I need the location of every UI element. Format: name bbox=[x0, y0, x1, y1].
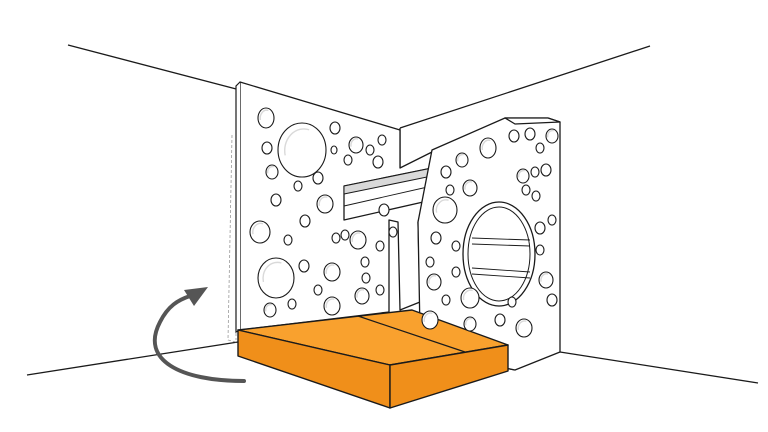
right-panel-hole bbox=[535, 244, 545, 256]
left-panel-hole bbox=[261, 141, 273, 155]
left-panel-hole bbox=[361, 272, 371, 284]
right-panel-hole bbox=[540, 163, 552, 177]
left-panel-hole bbox=[312, 171, 324, 185]
left-panel-hole bbox=[331, 232, 341, 244]
right-panel-hole-shade bbox=[481, 139, 491, 151]
left-panel-hole-shade bbox=[325, 264, 335, 274]
left-panel-hole bbox=[372, 155, 384, 169]
right-panel-hole-shade bbox=[462, 289, 473, 301]
right-panel-hole bbox=[534, 221, 546, 235]
left-panel-hole bbox=[377, 134, 387, 146]
right-panel-hole bbox=[507, 296, 517, 308]
right-panel-hole-shade bbox=[518, 169, 526, 178]
left-panel-hole bbox=[360, 256, 370, 268]
left-panel-hole-shade bbox=[325, 298, 335, 308]
right-panel-hole bbox=[430, 231, 442, 245]
left-panel-hole bbox=[388, 226, 398, 238]
left-panel-hole-shade bbox=[259, 109, 269, 121]
left-panel-hole bbox=[378, 203, 390, 217]
left-panel-hole-shade bbox=[252, 222, 264, 235]
ceiling-left-edge bbox=[67, 44, 241, 91]
left-panel-hole bbox=[375, 240, 385, 252]
left-panel-hole-shade bbox=[350, 138, 359, 147]
left-panel-hole-shade bbox=[262, 261, 282, 283]
left-panel-hole bbox=[343, 154, 353, 166]
right-panel-hole-shade bbox=[547, 129, 555, 138]
floor-left-edge bbox=[26, 341, 239, 376]
mattress-front-side bbox=[389, 344, 509, 409]
left-panel-hole-shade bbox=[318, 196, 328, 206]
right-panel-hole bbox=[531, 190, 541, 202]
right-panel-top bbox=[504, 117, 561, 125]
right-panel-hole-shade bbox=[435, 199, 449, 213]
left-panel-hole-shade bbox=[267, 165, 275, 174]
right-panel-hole bbox=[546, 293, 558, 307]
right-panel-hole bbox=[425, 256, 435, 268]
right-panel-hole bbox=[451, 266, 461, 278]
right-panel-hole bbox=[508, 129, 520, 143]
left-panel-hole-shade bbox=[284, 128, 310, 156]
left-panel-hole-shade bbox=[356, 289, 365, 298]
left-panel-edge bbox=[235, 81, 241, 333]
left-panel-hole-shade bbox=[351, 232, 361, 242]
right-panel-hole bbox=[451, 240, 461, 252]
left-panel-hole bbox=[313, 284, 323, 296]
floor-right-edge bbox=[559, 351, 759, 384]
right-panel-hole-shade bbox=[428, 275, 437, 284]
left-panel-holes bbox=[249, 107, 398, 318]
right-panel-hole bbox=[521, 184, 531, 196]
left-panel-hole bbox=[340, 229, 350, 241]
mattress-seam bbox=[357, 315, 466, 353]
right-panel-hole-shade bbox=[464, 181, 473, 190]
right-panel-hole bbox=[524, 127, 536, 141]
right-panel-holes bbox=[421, 127, 559, 338]
room-lines bbox=[26, 44, 759, 384]
right-panel-hole bbox=[440, 165, 452, 179]
right-panel-hole-shade bbox=[517, 320, 527, 330]
right-panel-hole bbox=[441, 294, 451, 306]
left-panel-hole bbox=[365, 144, 375, 156]
right-panel-hole bbox=[535, 142, 545, 154]
mattress bbox=[237, 309, 509, 409]
left-panel-hole bbox=[293, 180, 303, 192]
right-panel-hole-shade bbox=[423, 312, 433, 322]
right-panel-hole bbox=[445, 184, 455, 196]
left-panel-hole-shade bbox=[265, 303, 273, 312]
curved-arrow-icon bbox=[152, 287, 246, 383]
right-panel-hole bbox=[547, 214, 557, 226]
left-panel-hole bbox=[298, 259, 310, 273]
ceiling-right-edge bbox=[399, 45, 651, 129]
left-panel-hole bbox=[270, 193, 282, 207]
left-panel-hole bbox=[299, 214, 311, 228]
right-panel-hole bbox=[494, 313, 506, 327]
left-panel-hole bbox=[287, 298, 297, 310]
left-panel-hole bbox=[375, 284, 385, 296]
right-panel-hole-shade bbox=[465, 317, 473, 326]
left-panel-hole bbox=[329, 121, 341, 135]
right-panel-hole bbox=[530, 166, 540, 178]
porthole-window bbox=[462, 201, 536, 307]
left-panel-hole bbox=[283, 234, 293, 246]
right-panel-hole-shade bbox=[540, 273, 549, 282]
left-panel-hole bbox=[330, 145, 338, 155]
right-panel-hole-shade bbox=[457, 153, 465, 162]
